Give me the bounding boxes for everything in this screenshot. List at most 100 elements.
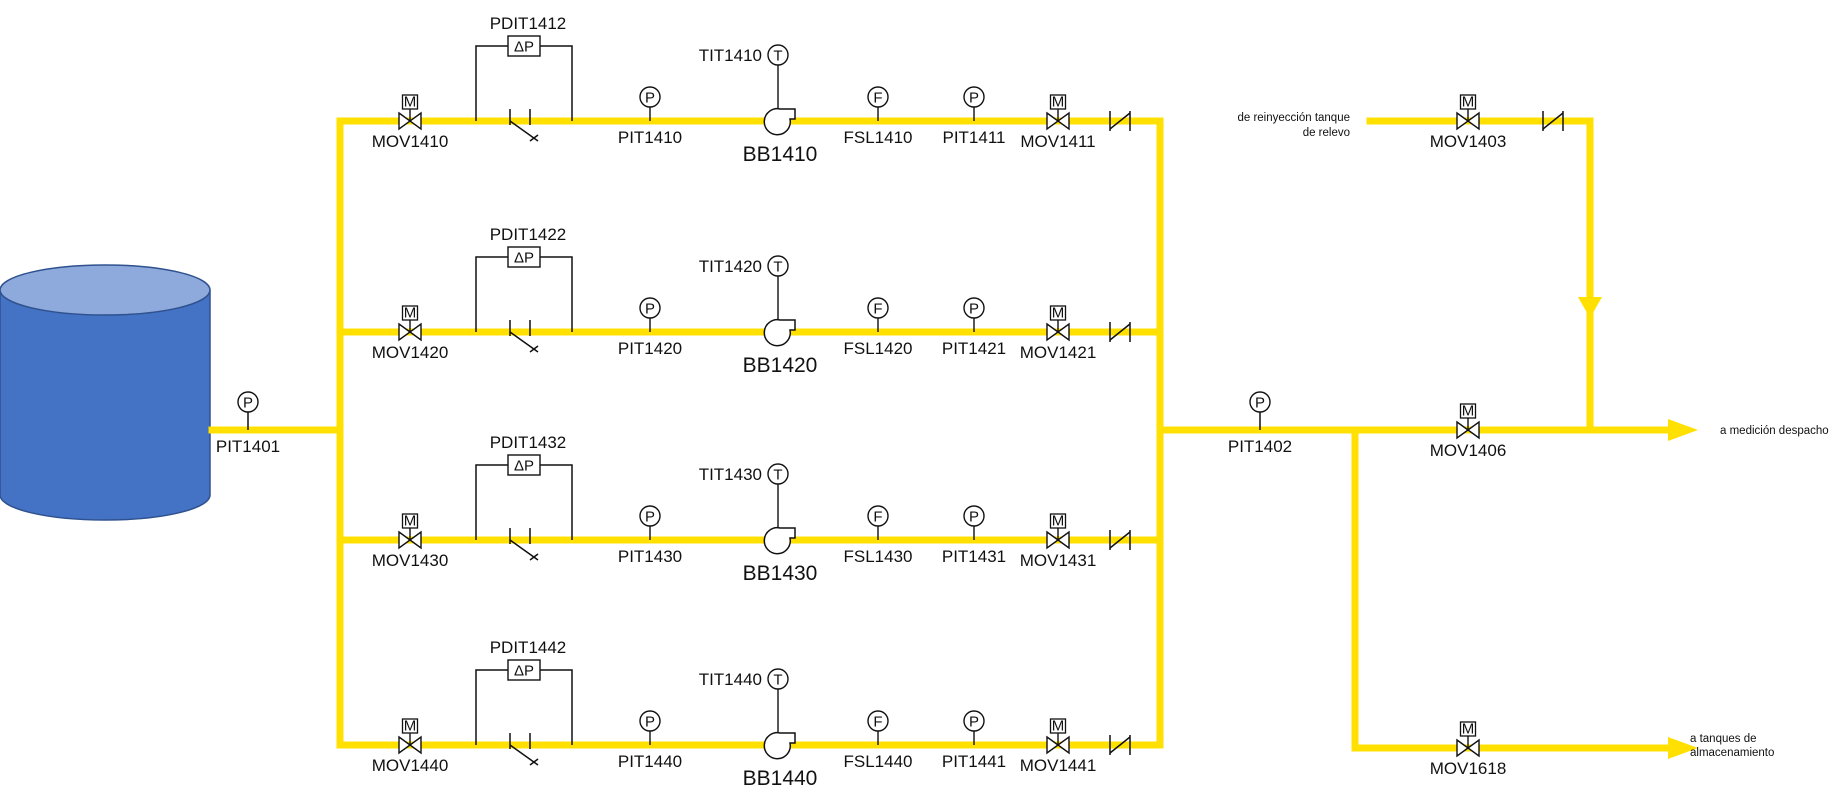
outlet-mov-4-label: MOV1441 — [1020, 756, 1097, 775]
discharge-pit-3-bubble — [963, 505, 985, 527]
check-valve-4 — [1109, 735, 1131, 755]
fsl-3-bubble — [867, 505, 889, 527]
check-valve-2 — [1109, 322, 1131, 342]
discharge-pit-3-label: PIT1431 — [942, 547, 1006, 566]
suction-pit-3-bubble — [639, 505, 661, 527]
reinjection-arrow — [1578, 297, 1602, 318]
suction-pit-1-letter: P — [645, 90, 655, 107]
pump-trains: MMOV1410ΔPPDIT1412PPIT1410TTIT1410BB1410… — [372, 14, 1131, 790]
pump-label-1: BB1410 — [743, 143, 818, 166]
tit-letter-2: T — [773, 259, 782, 276]
storage-mov-actuator — [1459, 721, 1477, 737]
outlet-mov-3-motor-letter: M — [1052, 513, 1065, 530]
fsl-4-label: FSL1440 — [844, 752, 913, 771]
outlet-mov-1-label: MOV1411 — [1020, 132, 1095, 151]
pump-label-4: BB1440 — [743, 767, 818, 790]
suction-pit-2-letter: P — [645, 301, 655, 318]
pdit-impulse-lines-3 — [475, 464, 573, 540]
discharge-pit-2-bubble — [963, 297, 985, 319]
tit-label-2: TIT1420 — [699, 257, 762, 276]
inlet-mov-1-motor-letter: M — [404, 94, 417, 111]
tit-letter-3: T — [773, 467, 782, 484]
tit-bubble-2 — [767, 255, 789, 277]
pit1401-label: PIT1401 — [216, 437, 280, 456]
tit-letter-4: T — [773, 672, 782, 689]
fsl-1-bubble — [867, 86, 889, 108]
pipe-network — [208, 117, 1674, 752]
pump-casing-2 — [763, 318, 796, 347]
discharge-pit-3-letter: P — [969, 509, 979, 526]
suction-pit-1-label: PIT1410 — [618, 128, 682, 147]
discharge-pit-1-bubble — [963, 86, 985, 108]
inlet-mov-2-actuator — [401, 305, 419, 321]
pdit-label-1: PDIT1412 — [490, 14, 567, 33]
pdit-box-3 — [507, 454, 541, 476]
fsl-1-letter: F — [873, 90, 882, 107]
pump-train-2: MMOV1420ΔPPDIT1422PPIT1420TTIT1420BB1420… — [372, 225, 1131, 377]
pdit-symbol-4: ΔP — [514, 663, 534, 680]
pdit-box-1 — [507, 35, 541, 57]
pump-label-2: BB1420 — [743, 354, 818, 377]
suction-pit-1-bubble — [639, 86, 661, 108]
pdit-box-2 — [507, 246, 541, 268]
storage-destination-line2: almacenamiento — [1690, 747, 1774, 759]
pit1402-label: PIT1402 — [1228, 437, 1292, 456]
storage-mov: M MOV1618 — [1430, 721, 1507, 779]
reinjection-source-line1: de reinyección tanque — [1237, 112, 1350, 124]
storage-arrow — [1668, 737, 1698, 759]
tit-bubble-4 — [767, 668, 789, 690]
pdit-impulse-lines-4 — [475, 669, 573, 745]
storage-mov-label: MOV1618 — [1430, 759, 1507, 778]
inlet-mov-4-actuator — [401, 718, 419, 734]
suction-pit-4-label: PIT1440 — [618, 752, 682, 771]
fsl-1: F FSL1410 — [844, 86, 913, 147]
tit-bubble-3 — [767, 463, 789, 485]
flow-arrows — [1578, 297, 1698, 759]
inlet-mov-3-label: MOV1430 — [372, 551, 449, 570]
inlet-mov-3-actuator — [401, 513, 419, 529]
inlet-mov-1-actuator — [401, 94, 419, 110]
pdit-label-2: PDIT1422 — [490, 225, 567, 244]
pdit-label-3: PDIT1432 — [490, 433, 567, 452]
fsl-2-label: FSL1420 — [844, 339, 913, 358]
pdit-box-4 — [507, 659, 541, 681]
pump-casing-4 — [763, 731, 796, 760]
discharge-pit-4-letter: P — [969, 714, 979, 731]
reinjection-check-valve — [1542, 111, 1564, 131]
fsl-1-label: FSL1410 — [844, 128, 913, 147]
inlet-mov-4-motor-letter: M — [404, 718, 417, 735]
reinjection-mov-motor-letter: M — [1462, 94, 1475, 111]
discharge-pit-4-bubble — [963, 710, 985, 732]
outlet-mov-1-actuator — [1049, 94, 1067, 110]
pump-casing-3 — [763, 526, 796, 555]
fsl-3-letter: F — [873, 509, 882, 526]
tank-top — [0, 264, 211, 316]
inlet-mov-2-motor-letter: M — [404, 305, 417, 322]
tank-body — [0, 290, 211, 521]
outlet-mov-2-actuator — [1049, 305, 1067, 321]
tit-label-1: TIT1410 — [699, 46, 762, 65]
dispatch-destination-label: a medición despacho — [1720, 425, 1829, 437]
fsl-2-letter: F — [873, 301, 882, 318]
discharge-pit-2-label: PIT1421 — [942, 339, 1006, 358]
dispatch-arrow — [1668, 419, 1698, 441]
fsl-4-letter: F — [873, 714, 882, 731]
storage-mov-motor-letter: M — [1462, 721, 1475, 738]
